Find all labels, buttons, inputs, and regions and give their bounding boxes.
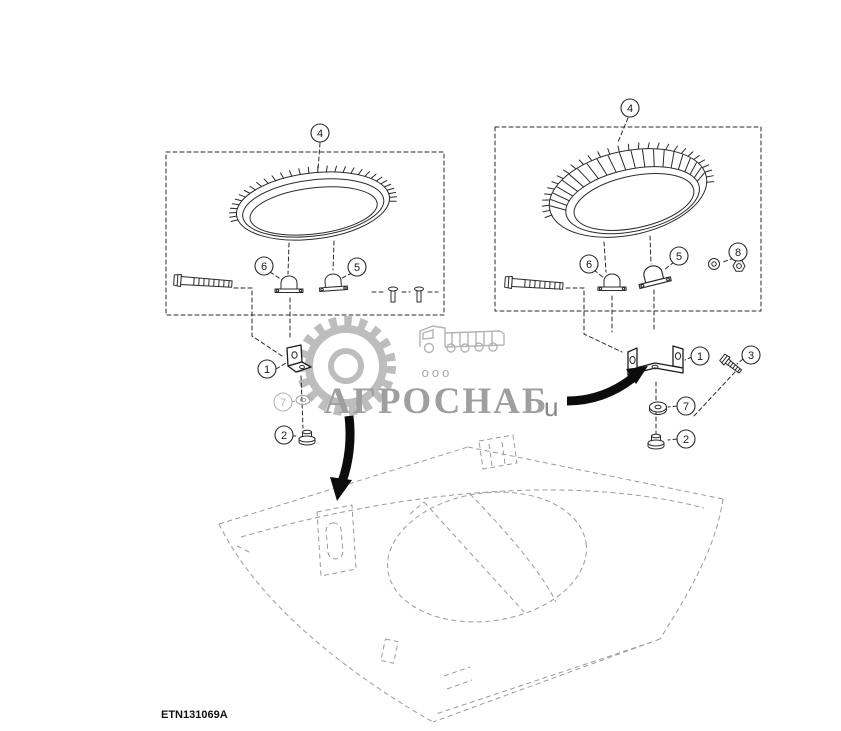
svg-text:7: 7 [280, 397, 286, 409]
down-arrow-left [337, 415, 355, 484]
callout-7-right: 7 [676, 396, 696, 416]
flange-nut-2-right [647, 433, 665, 450]
svg-text:4: 4 [627, 103, 633, 115]
right-lamp-drawing [541, 142, 715, 238]
svg-text:2: 2 [281, 430, 287, 442]
callout-4-left: 4 [310, 123, 330, 143]
callout-5-left: 5 [347, 257, 367, 277]
callout-6-right: 6 [579, 254, 599, 274]
callout-7-left: 7 [273, 392, 293, 412]
svg-text:8: 8 [735, 247, 741, 259]
mounting-bolt-right [504, 276, 564, 290]
truck-icon [419, 325, 505, 354]
svg-text:2: 2 [683, 434, 689, 446]
clamp-5-right [638, 265, 672, 290]
washer-7-right [649, 401, 667, 415]
small-screw-a [388, 286, 398, 303]
washer-7-left [295, 395, 311, 405]
svg-text:3: 3 [748, 350, 754, 362]
screw-3 [719, 353, 743, 374]
right-arrow [566, 373, 637, 406]
svg-text:6: 6 [261, 261, 267, 273]
clamp-6-left [274, 275, 304, 293]
right-lamp-assembly [494, 117, 762, 450]
callouts: 4 4 6 5 6 5 8 1 1 3 7 2 7 2 [254, 98, 761, 449]
mount-slot-hole [325, 522, 344, 560]
callout-4-right: 4 [620, 98, 640, 118]
left-lamp-assembly [165, 142, 445, 446]
callout-1-right: 1 [690, 346, 710, 366]
svg-text:5: 5 [354, 262, 360, 274]
lamp-recess-oval [387, 491, 587, 623]
callout-2-right: 2 [676, 429, 696, 449]
callout-8-right: 8 [728, 242, 748, 262]
svg-text:5: 5 [676, 251, 682, 263]
callout-6-left: 6 [254, 256, 274, 276]
washer-8 [708, 258, 720, 270]
clamp-5-left [318, 273, 349, 292]
small-screw-b [414, 286, 424, 303]
mounting-bolt-left [173, 274, 233, 288]
svg-text:1: 1 [697, 351, 703, 363]
svg-text:1: 1 [264, 364, 270, 376]
nut-8 [732, 260, 746, 272]
watermark-ooo: ooo [422, 365, 453, 380]
svg-text:7: 7 [683, 401, 689, 413]
left-lamp-drawing [229, 165, 397, 241]
svg-text:4: 4 [317, 128, 323, 140]
callout-3-right: 3 [741, 345, 761, 365]
mount-slot-plate [316, 504, 357, 577]
hood-panel-outline [218, 434, 724, 723]
right-option-box [494, 126, 762, 312]
svg-text:6: 6 [586, 259, 592, 271]
watermark: ooo АГРОСНАБ u [296, 316, 558, 422]
callout-5-right: 5 [669, 246, 689, 266]
install-arrows [330, 366, 648, 501]
callout-1-left: 1 [257, 359, 277, 379]
left-option-box [165, 151, 445, 316]
bracket-1-left [286, 344, 312, 373]
figure-code: ETN131069A [161, 709, 228, 721]
flange-nut-2-left [298, 429, 316, 446]
clamp-6-right [597, 273, 627, 291]
callout-2-left: 2 [274, 425, 294, 445]
watermark-name: АГРОСНАБ [324, 381, 549, 422]
watermark-u: u [544, 392, 558, 422]
